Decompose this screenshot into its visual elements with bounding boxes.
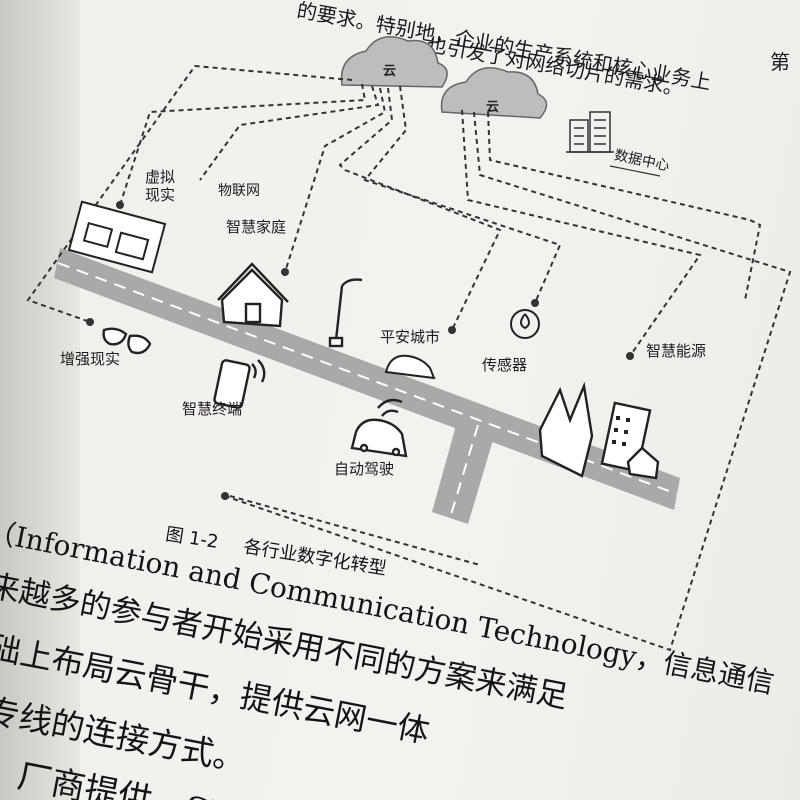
label-terminal: 智慧终端 bbox=[182, 400, 243, 418]
label-sensor: 传感器 bbox=[482, 356, 528, 374]
label-ar: 增强现实 bbox=[60, 350, 121, 368]
connection-lines bbox=[26, 64, 792, 652]
cloud-left-icon bbox=[340, 36, 448, 88]
label-autodrive: 自动驾驶 bbox=[334, 460, 395, 478]
label-energy: 智慧能源 bbox=[646, 342, 707, 360]
label-safecity: 平安城市 bbox=[380, 328, 441, 346]
cloud-right-label: 云 bbox=[486, 100, 500, 115]
street-light-icon bbox=[328, 278, 363, 348]
label-vr: 虚拟现实 bbox=[145, 168, 176, 204]
smart-terminal-icon bbox=[213, 359, 266, 409]
label-iot: 物联网 bbox=[218, 183, 260, 199]
car-icon bbox=[384, 354, 436, 380]
vr-room-icon bbox=[67, 200, 167, 274]
connection-dots bbox=[86, 201, 634, 500]
road bbox=[54, 248, 680, 524]
smart-home-icon bbox=[217, 262, 289, 328]
datacenter-icon bbox=[566, 111, 661, 177]
cloud-left-label: 云 bbox=[383, 64, 397, 79]
book-spine bbox=[0, 0, 80, 800]
label-smarthome: 智慧家庭 bbox=[226, 218, 287, 236]
autonomous-car-icon bbox=[350, 398, 408, 458]
cloud-right-icon bbox=[440, 67, 548, 119]
sensor-icon bbox=[510, 309, 540, 339]
ar-glasses-icon bbox=[102, 327, 152, 355]
building-windows bbox=[612, 416, 630, 446]
smart-energy-icon bbox=[538, 381, 660, 480]
header-corner: 第 bbox=[770, 50, 790, 74]
